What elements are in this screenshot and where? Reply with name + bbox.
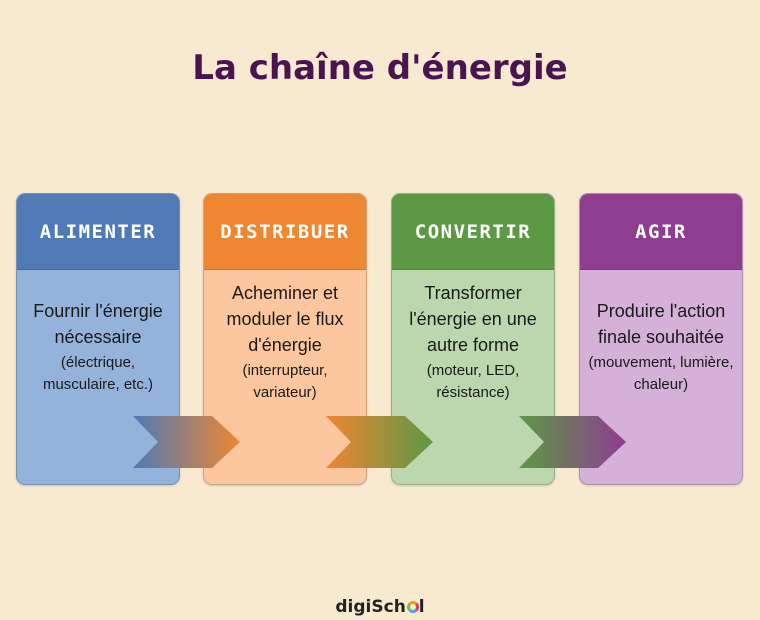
- step-card-alimenter: ALIMENTER Fournir l'énergie nécessaire (…: [16, 193, 180, 485]
- step-body-alimenter: Fournir l'énergie nécessaire (électrique…: [17, 270, 179, 396]
- step-description-alimenter: Fournir l'énergie nécessaire: [33, 301, 163, 347]
- step-body-agir: Produire l'action finale souhaitée (mouv…: [580, 270, 742, 396]
- step-body-distribuer: Acheminer et moduler le flux d'énergie (…: [204, 270, 366, 404]
- step-examples-convertir: (moteur, LED, résistance): [426, 362, 520, 401]
- step-examples-alimenter: (électrique, musculaire, etc.): [42, 354, 154, 393]
- step-examples-distribuer: (interrupteur, variateur): [242, 362, 328, 401]
- step-header-convertir: CONVERTIR: [392, 194, 554, 270]
- logo-text: digiSch: [335, 597, 406, 617]
- page-title: La chaîne d'énergie: [192, 48, 568, 88]
- step-card-agir: AGIR Produire l'action finale souhaitée …: [579, 193, 743, 485]
- step-examples-agir: (mouvement, lumière, chaleur): [588, 354, 734, 393]
- step-description-distribuer: Acheminer et moduler le flux d'énergie: [226, 283, 344, 355]
- step-card-convertir: CONVERTIR Transformer l'énergie en une a…: [391, 193, 555, 485]
- step-description-convertir: Transformer l'énergie en une autre forme: [409, 283, 537, 355]
- logo-text-end: l: [418, 597, 425, 617]
- step-header-distribuer: DISTRIBUER: [204, 194, 366, 270]
- step-header-alimenter: ALIMENTER: [17, 194, 179, 270]
- step-card-distribuer: DISTRIBUER Acheminer et moduler le flux …: [203, 193, 367, 485]
- step-header-agir: AGIR: [580, 194, 742, 270]
- step-description-agir: Produire l'action finale souhaitée: [596, 301, 726, 347]
- step-body-convertir: Transformer l'énergie en une autre forme…: [392, 270, 554, 404]
- logo-o-icon: [406, 601, 419, 613]
- digischool-logo: digiSch l: [0, 597, 760, 617]
